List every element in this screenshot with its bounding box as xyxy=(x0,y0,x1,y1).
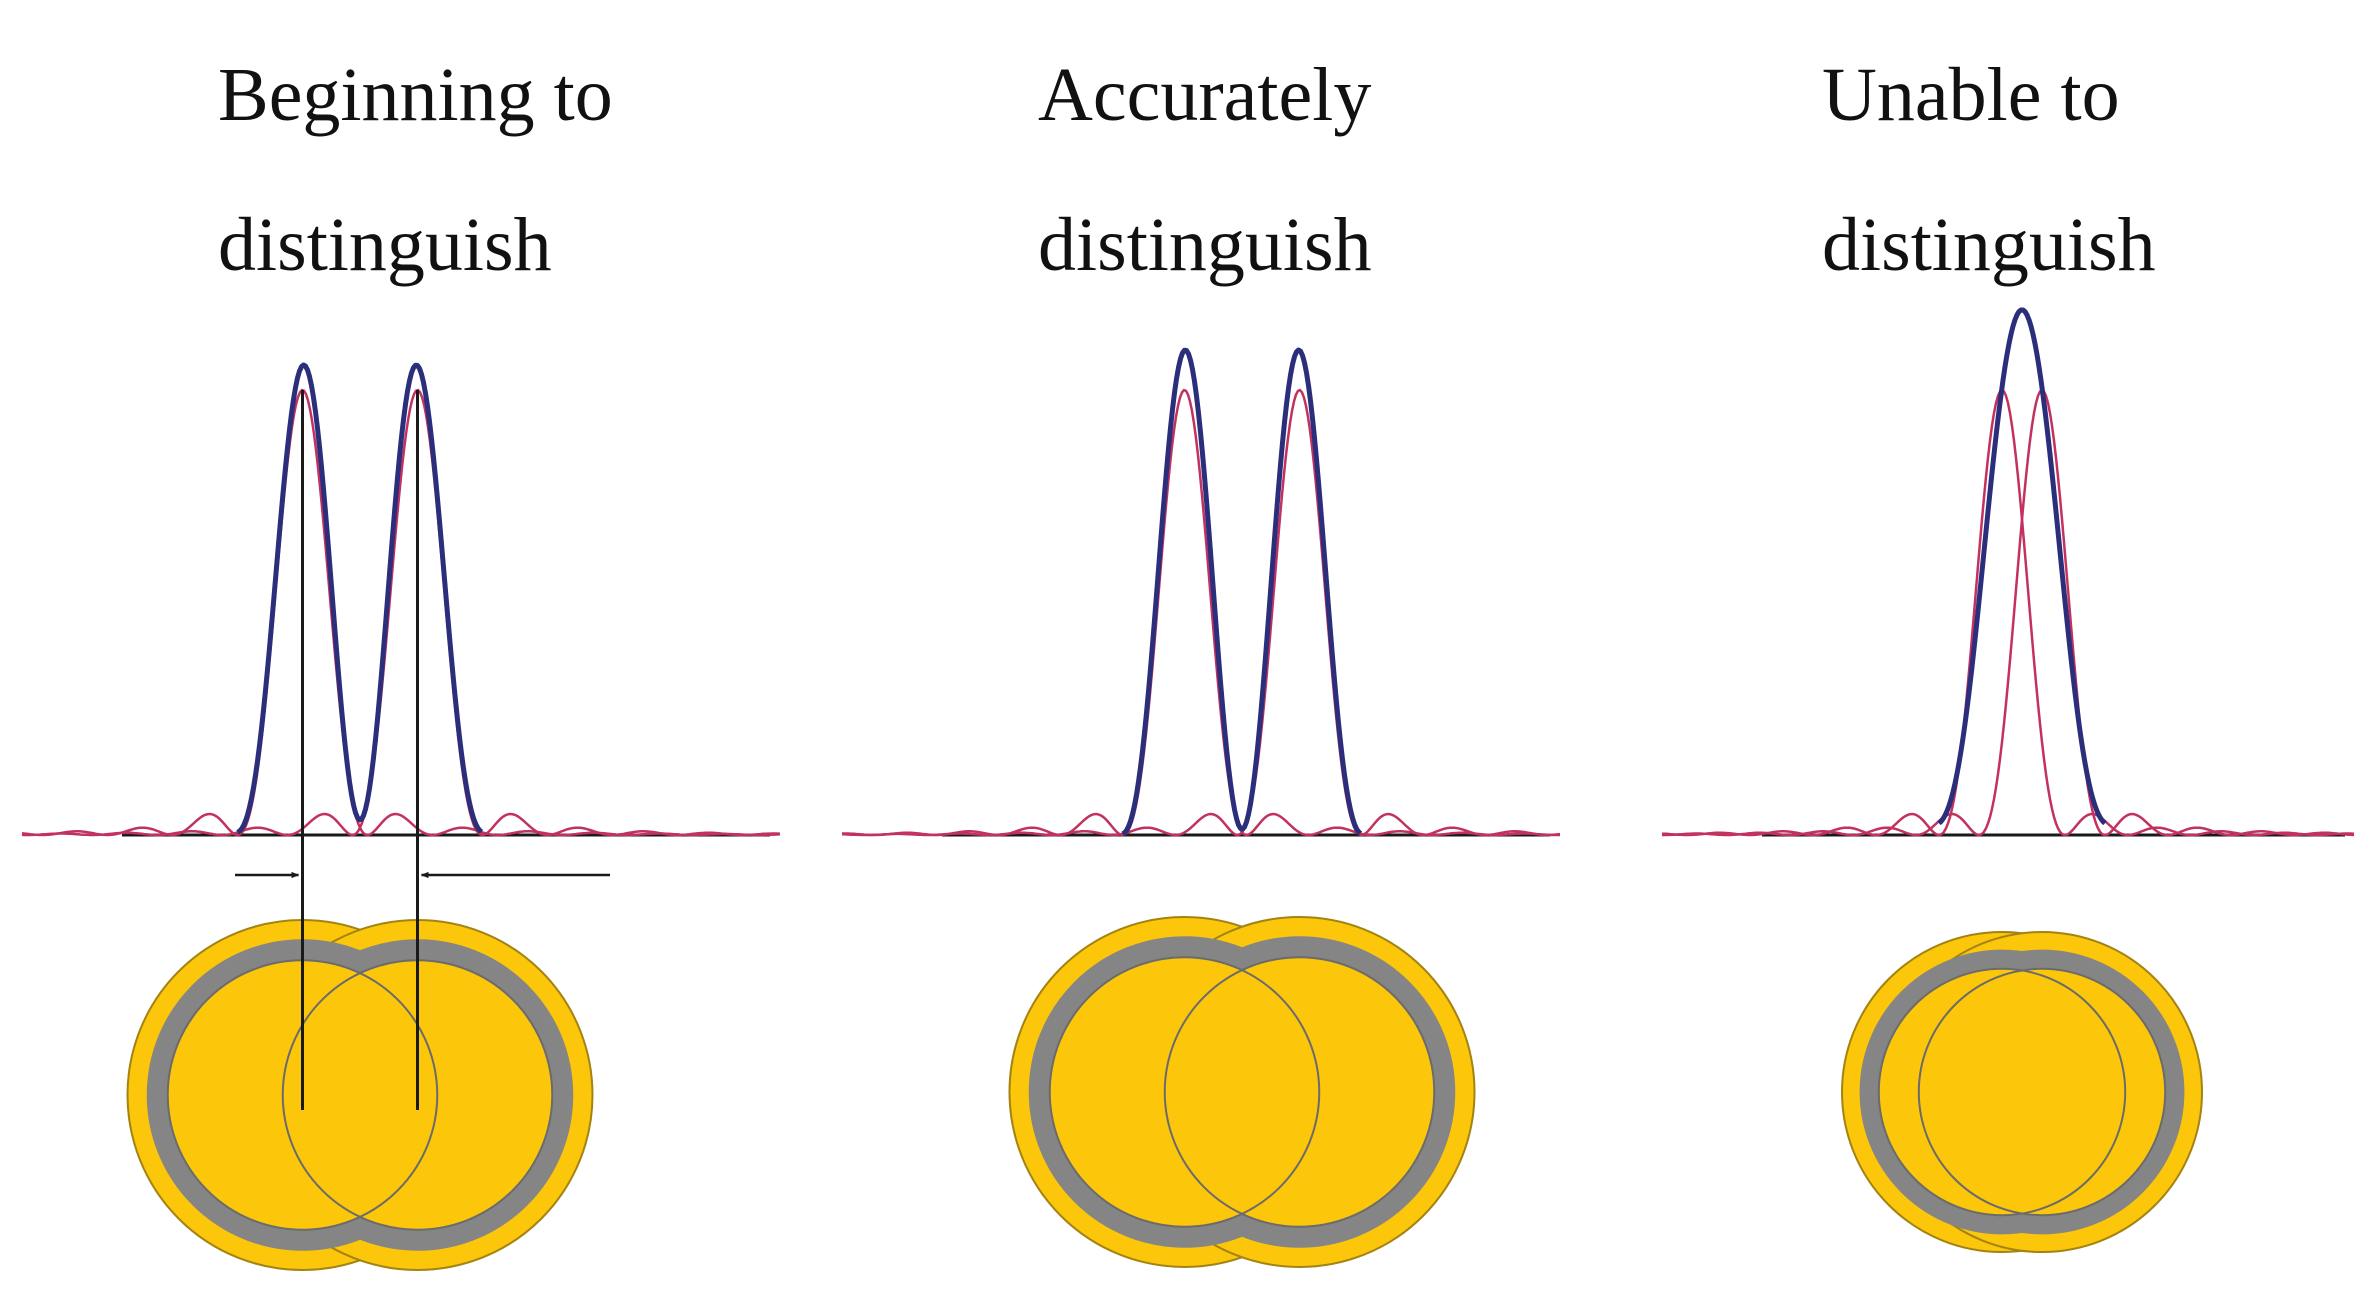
panel-title-accurate: Accurately distinguish xyxy=(1038,20,1372,320)
airy-disk-pair xyxy=(1008,916,1476,1268)
sum-curve xyxy=(1937,307,2107,826)
airy-disk-core-outline xyxy=(1048,956,1321,1228)
title-line-2: distinguish xyxy=(218,203,552,287)
panels-layer xyxy=(21,307,2355,1271)
title-line-2: distinguish xyxy=(1038,203,1372,287)
airy-disk-pair xyxy=(1841,931,2203,1253)
title-line-1: Accurately xyxy=(1038,53,1372,137)
title-line-1: Unable to xyxy=(1822,53,2120,137)
airy-disk-core-outline xyxy=(1917,967,2167,1217)
title-line-1: Beginning to xyxy=(218,53,613,137)
panel-unable xyxy=(1661,307,2355,1253)
airy-disk-core-outline xyxy=(1877,967,2127,1217)
component-curve-1 xyxy=(1661,388,2355,837)
airy-disk-core xyxy=(1164,957,1435,1227)
title-line-2: distinguish xyxy=(1822,203,2156,287)
sum-curve xyxy=(236,362,484,835)
component-curve-2 xyxy=(1662,388,2355,837)
component-curve-2 xyxy=(21,388,780,837)
airy-disk-core-outline xyxy=(1163,956,1436,1228)
panel-beginning xyxy=(21,362,781,1271)
sum-curve xyxy=(1121,347,1363,837)
airy-disk-pair xyxy=(126,919,594,1271)
panel-title-beginning: Beginning to distinguish xyxy=(218,20,613,320)
component-curve-1 xyxy=(21,388,781,837)
panel-title-unable: Unable to distinguish xyxy=(1822,20,2156,320)
component-curve-1 xyxy=(842,388,1560,837)
panel-accurate xyxy=(842,347,1561,1268)
airy-disk-core xyxy=(1918,968,2166,1216)
component-curve-2 xyxy=(842,388,1561,837)
